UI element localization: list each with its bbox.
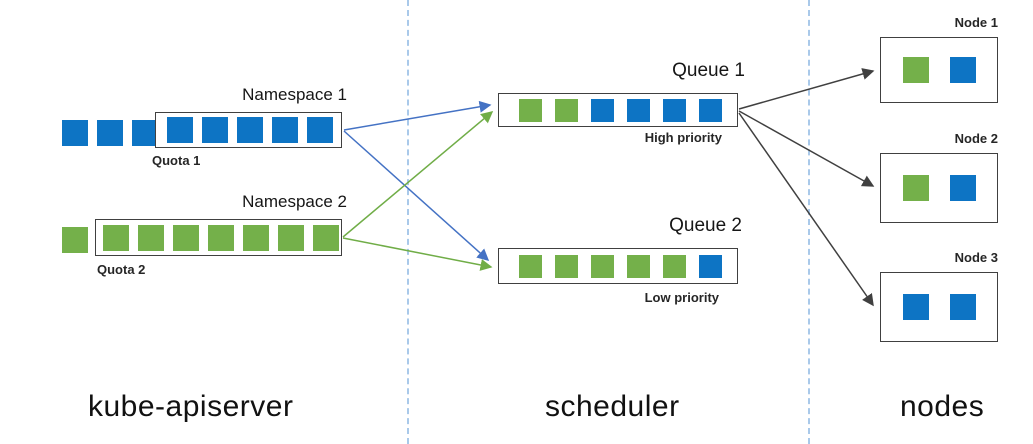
pod-square-blue	[202, 117, 228, 143]
namespace-1-overflow-pods	[62, 120, 158, 146]
queue-1-priority-label: High priority	[644, 130, 722, 145]
pod-square-green	[208, 224, 234, 251]
pod-square-green	[243, 224, 269, 251]
queue-2-box	[498, 248, 738, 284]
pod-square-blue	[949, 294, 976, 320]
arrow-queue1-node3	[738, 112, 874, 307]
section-label-scheduler: scheduler	[545, 390, 680, 423]
pod-square-green	[627, 254, 650, 278]
arrow-namespace2-queue1	[342, 111, 494, 238]
quota-1-label: Quota 1	[152, 153, 201, 168]
arrow-namespace2-queue2	[342, 237, 493, 271]
pod-square-blue	[949, 57, 976, 83]
namespace-2-overflow-pods	[62, 227, 88, 253]
pod-square-blue	[902, 294, 929, 320]
pod-square-blue	[132, 120, 158, 146]
pod-square-green	[555, 254, 578, 278]
section-label-kube-apiserver: kube-apiserver	[88, 390, 294, 423]
pod-square-green	[278, 224, 304, 251]
scheduler-nodes-divider	[808, 0, 810, 444]
pod-square-blue	[591, 98, 614, 122]
pod-square-blue	[627, 98, 650, 122]
node-3-box	[880, 272, 998, 342]
pod-square-green	[173, 224, 199, 251]
node-2-label: Node 2	[954, 131, 998, 146]
section-label-nodes: nodes	[900, 390, 985, 423]
pod-square-blue	[237, 117, 263, 143]
arrow-namespace1-queue2	[343, 130, 490, 262]
pod-square-green	[103, 224, 129, 251]
queue-1-box	[498, 93, 738, 127]
pod-square-blue	[167, 117, 193, 143]
pod-square-green	[62, 227, 88, 253]
arrow-namespace1-queue1	[343, 100, 492, 131]
pod-square-green	[902, 175, 929, 201]
arrow-queue1-node2	[738, 110, 875, 187]
pod-square-green	[591, 254, 614, 278]
node-3-label: Node 3	[954, 250, 998, 265]
quota-1-box	[155, 112, 342, 148]
pod-square-green	[313, 224, 339, 251]
pod-square-blue	[307, 117, 333, 143]
namespace-2-label: Namespace 2	[242, 192, 347, 211]
pod-square-green	[519, 254, 542, 278]
pod-square-blue	[97, 120, 123, 146]
queue-2-label: Queue 2	[669, 215, 742, 236]
quota-2-box	[95, 219, 342, 256]
pod-square-blue	[699, 98, 722, 122]
pod-square-blue	[663, 98, 686, 122]
queue-1-label: Queue 1	[672, 60, 745, 81]
pod-square-green	[555, 98, 578, 122]
pod-square-blue	[62, 120, 88, 146]
pod-square-blue	[272, 117, 298, 143]
apiserver-scheduler-divider	[407, 0, 409, 444]
pod-square-green	[902, 57, 929, 83]
pod-square-green	[519, 98, 542, 122]
node-1-label: Node 1	[954, 15, 998, 30]
arrow-queue1-node1	[738, 68, 875, 110]
pod-square-green	[138, 224, 164, 251]
namespace-1-label: Namespace 1	[242, 85, 347, 104]
pod-square-green	[663, 254, 686, 278]
node-1-box	[880, 37, 998, 103]
pod-square-blue	[949, 175, 976, 201]
node-2-box	[880, 153, 998, 223]
pod-square-blue	[699, 254, 722, 278]
queue-2-priority-label: Low priority	[644, 290, 719, 305]
quota-2-label: Quota 2	[97, 262, 146, 277]
